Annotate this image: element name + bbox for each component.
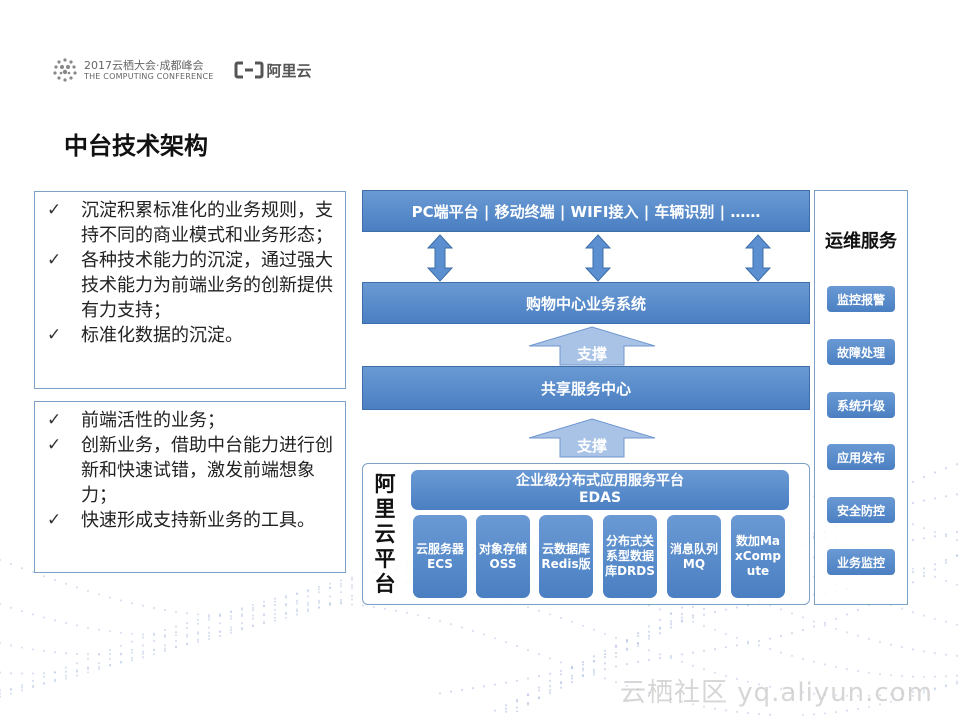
bullet-text: 快速形成支持新业务的工具。 bbox=[81, 510, 315, 531]
service-oss: 对象存储OSS bbox=[476, 515, 530, 598]
ops-service-title: 运维服务 bbox=[825, 231, 897, 252]
bullet-text: 标准化数据的沉淀。 bbox=[81, 325, 243, 346]
ops-service-panel: 运维服务 监控报警 故障处理 系统升级 应用发布 安全防控 业务监控 bbox=[814, 190, 908, 605]
bullet-text: 各种技术能力的沉淀，通过强大技术能力为前端业务的创新提供有力支持； bbox=[81, 250, 333, 321]
support-arrow: 支撑 bbox=[528, 418, 656, 458]
double-arrow-icon bbox=[585, 234, 611, 282]
service-ecs: 云服务器ECS bbox=[413, 515, 467, 598]
service-drds: 分布式关系型数据库DRDS bbox=[603, 515, 657, 598]
bullet-item: ✓ 沉淀积累标准化的业务规则，支持不同的商业模式和业务形态； bbox=[45, 198, 335, 248]
bullet-text: 沉淀积累标准化的业务规则，支持不同的商业模式和业务形态； bbox=[81, 200, 333, 246]
check-icon: ✓ bbox=[47, 510, 62, 530]
bullet-item: ✓ 各种技术能力的沉淀，通过强大技术能力为前端业务的创新提供有力支持； bbox=[45, 248, 335, 323]
check-icon: ✓ bbox=[47, 250, 62, 270]
bullet-box-middle-platform: ✓ 沉淀积累标准化的业务规则，支持不同的商业模式和业务形态； ✓ 各种技术能力的沉淀… bbox=[34, 191, 346, 389]
conference-name: 2017云栖大会·成都峰会 THE COMPUTING CONFERENCE bbox=[84, 59, 214, 82]
edas-bar: 企业级分布式应用服务平台 EDAS bbox=[411, 470, 789, 510]
ops-item-security: 安全防控 bbox=[827, 497, 895, 523]
up-arrow-icon bbox=[528, 326, 656, 366]
check-icon: ✓ bbox=[47, 435, 62, 455]
edas-title: 企业级分布式应用服务平台 bbox=[516, 473, 684, 489]
ops-item-system-upgrade: 系统升级 bbox=[827, 392, 895, 418]
bullet-box-front-end: ✓ 前端活性的业务； ✓ 创新业务，借助中台能力进行创新和快速试错，激发前端想象力；… bbox=[34, 401, 346, 573]
conference-name-en: THE COMPUTING CONFERENCE bbox=[84, 71, 214, 81]
ops-item-monitor-alarm: 监控报警 bbox=[827, 286, 895, 312]
bullet-item: ✓ 快速形成支持新业务的工具。 bbox=[45, 508, 335, 533]
watermark: 云栖社区 yq.aliyun.com bbox=[620, 678, 933, 708]
mall-business-system-bar: 购物中心业务系统 bbox=[362, 282, 810, 324]
aliyun-logo: 阿里云 bbox=[234, 60, 312, 81]
conference-name-cn: 2017云栖大会·成都峰会 bbox=[84, 58, 204, 72]
ops-item-fault-handling: 故障处理 bbox=[827, 339, 895, 365]
up-arrow-icon bbox=[528, 418, 656, 458]
page-title: 中台技术架构 bbox=[64, 132, 208, 160]
header-logos: 2017云栖大会·成都峰会 THE COMPUTING CONFERENCE 阿… bbox=[52, 52, 312, 88]
ops-item-business-monitor: 业务监控 bbox=[827, 549, 895, 575]
bullet-item: ✓ 前端活性的业务； bbox=[45, 408, 335, 433]
bullet-item: ✓ 标准化数据的沉淀。 bbox=[45, 323, 335, 348]
ops-item-app-release: 应用发布 bbox=[827, 444, 895, 470]
aliyun-bracket-icon bbox=[234, 61, 263, 79]
double-arrow-icon bbox=[427, 234, 453, 282]
frontend-channels-bar: PC端平台 | 移动终端 | WIFI接入 | 车辆识别 | …… bbox=[362, 190, 810, 232]
edas-name: EDAS bbox=[578, 490, 622, 506]
support-label: 支撑 bbox=[576, 345, 607, 363]
shared-service-center-bar: 共享服务中心 bbox=[362, 366, 810, 410]
bullet-text: 前端活性的业务； bbox=[81, 410, 225, 431]
aliyun-platform-label: 阿里云平台 bbox=[374, 472, 396, 596]
check-icon: ✓ bbox=[47, 200, 62, 220]
service-redis: 云数据库Redis版 bbox=[539, 515, 593, 598]
aliyun-platform-group: 阿里云平台 企业级分布式应用服务平台 EDAS 云服务器ECS 对象存储OSS … bbox=[362, 463, 810, 605]
bullet-item: ✓ 创新业务，借助中台能力进行创新和快速试错，激发前端想象力； bbox=[45, 433, 335, 508]
check-icon: ✓ bbox=[47, 325, 62, 345]
double-arrow-icon bbox=[745, 234, 771, 282]
check-icon: ✓ bbox=[47, 410, 62, 430]
service-mq: 消息队列MQ bbox=[667, 515, 721, 598]
service-maxcompute: 数加MaxCompute bbox=[731, 515, 785, 598]
computing-conference-logo-icon bbox=[53, 58, 77, 82]
support-label: 支撑 bbox=[576, 437, 607, 455]
bullet-text: 创新业务，借助中台能力进行创新和快速试错，激发前端想象力； bbox=[81, 435, 333, 506]
support-arrow: 支撑 bbox=[528, 326, 656, 366]
aliyun-logo-text: 阿里云 bbox=[266, 61, 312, 80]
